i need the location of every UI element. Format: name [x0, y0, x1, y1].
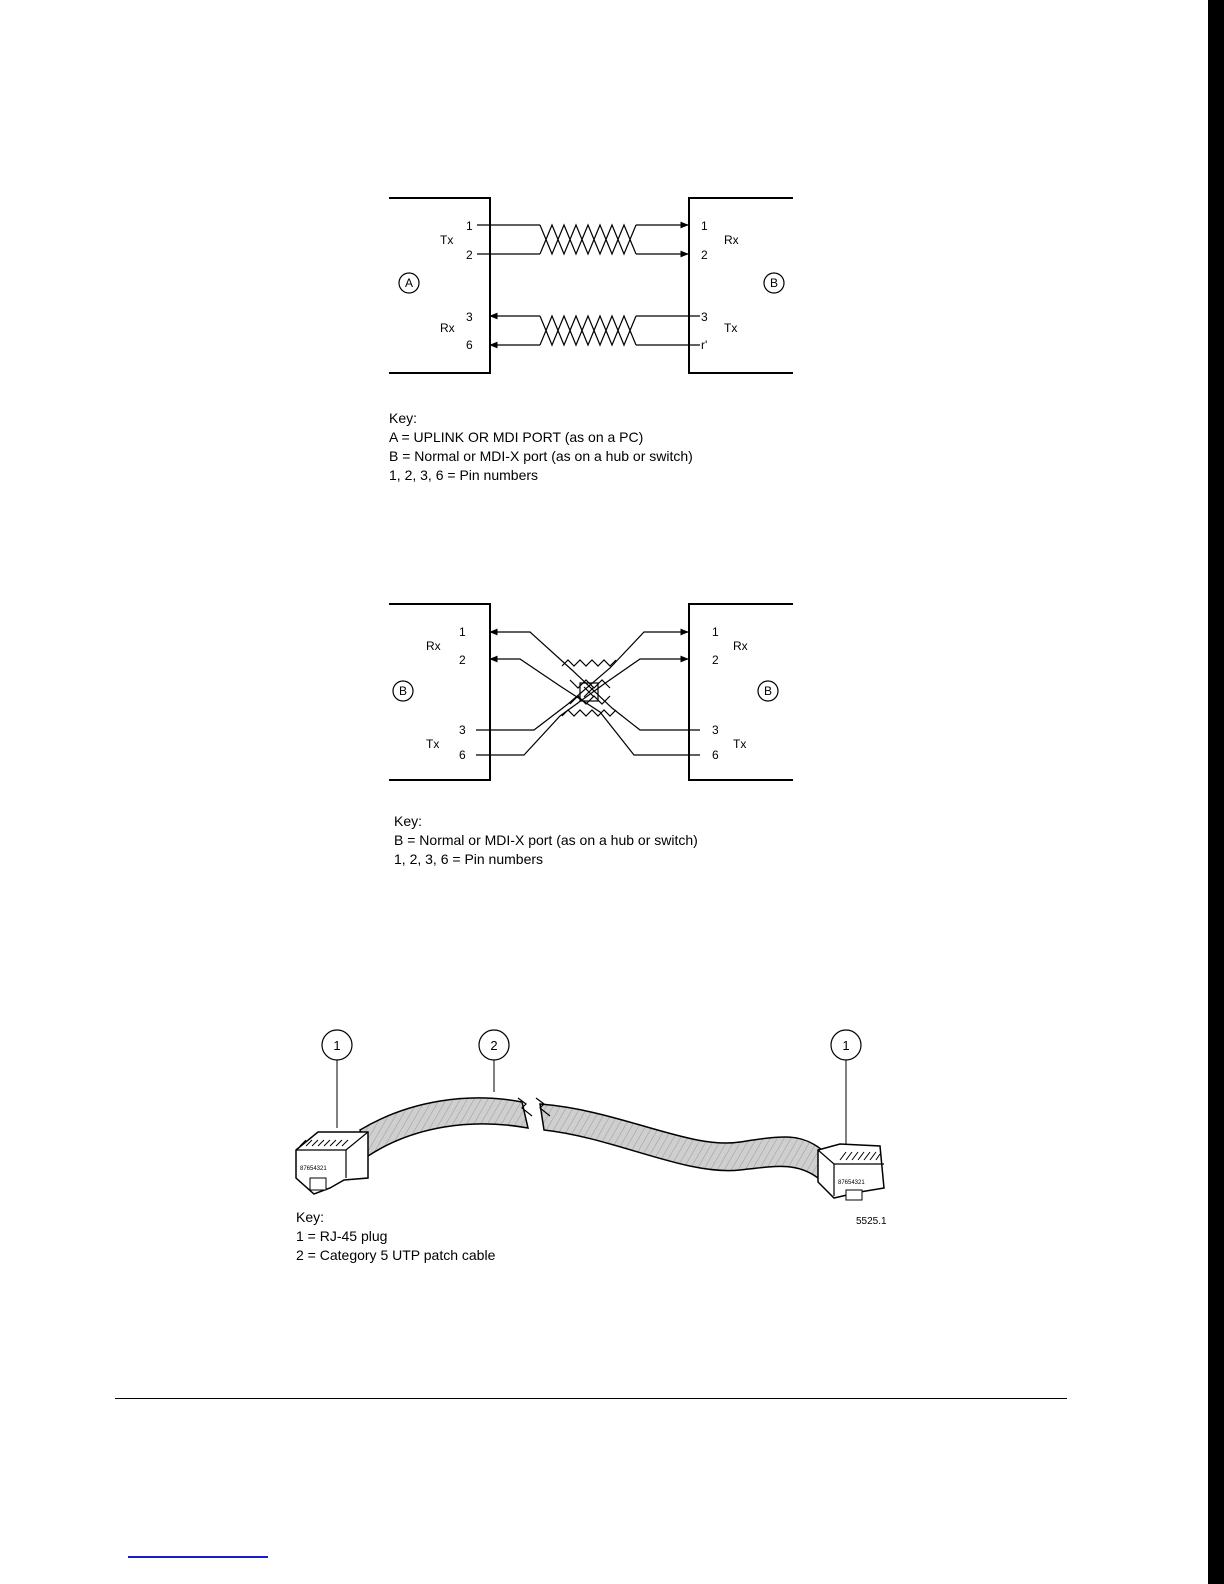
port-b-right-callout [757, 680, 779, 702]
rx-label-right: Rx [724, 233, 739, 247]
pin-1-right: 1 [712, 625, 719, 639]
port-b-label: B [770, 276, 778, 290]
key-line: A = UPLINK OR MDI PORT (as on a PC) [389, 429, 644, 445]
tx-label-right: Tx [733, 737, 746, 751]
rj45-plug-right: 87654321 [817, 1143, 885, 1201]
key-title: Key: [389, 410, 418, 426]
page-edge-bar [1208, 0, 1224, 1584]
pin-1-left: 1 [466, 219, 473, 233]
pin-2-left: 2 [459, 653, 466, 667]
key-title: Key: [296, 1209, 325, 1225]
pin-2-left: 2 [466, 248, 473, 262]
figure-crossover: Rx Tx Rx Tx 1 2 3 6 1 2 3 6 B B [389, 603, 793, 781]
tx-label-right: Tx [724, 321, 737, 335]
key-line: 2 = Category 5 UTP patch cable [296, 1247, 496, 1263]
device-b-left-box [389, 603, 491, 781]
figure2-key: Key: B = Normal or MDI-X port (as on a h… [394, 812, 698, 869]
pin-6-left: 6 [459, 748, 466, 762]
twisted-pair-top [539, 223, 637, 256]
cable-break-mark [517, 1097, 533, 1117]
callout-2-label: 2 [490, 1038, 497, 1053]
port-a-label: A [405, 276, 413, 290]
tx-label-left: Tx [426, 737, 439, 751]
device-a-box [389, 197, 491, 374]
footer-link-underline[interactable] [128, 1556, 268, 1558]
figure3-key: Key: 1 = RJ-45 plug 2 = Category 5 UTP p… [296, 1208, 495, 1265]
pin-3-left: 3 [466, 310, 473, 324]
figure-id: 5525.1 [856, 1216, 887, 1227]
pin-3-left: 3 [459, 723, 466, 737]
port-b-right-label: B [764, 684, 772, 698]
pin-1-right: 1 [701, 219, 708, 233]
pin-3-right: 3 [712, 723, 719, 737]
pin-6-right: 6 [712, 748, 719, 762]
device-b-box [688, 197, 793, 374]
port-b-left-label: B [399, 684, 407, 698]
pin-3-right: 3 [701, 310, 708, 324]
key-line: B = Normal or MDI-X port (as on a hub or… [389, 448, 693, 464]
figure-straight-through: Tx Rx Rx Tx 1 2 3 6 1 2 3 r' A B [389, 197, 793, 374]
key-line: 1 = RJ-45 plug [296, 1228, 388, 1244]
plug-pin-numbers-right: 87654321 [838, 1180, 865, 1186]
footer-rule [115, 1398, 1067, 1399]
callout-1-left-label: 1 [333, 1038, 340, 1053]
pin-6-left: 6 [466, 338, 473, 352]
rx-label-right: Rx [733, 639, 748, 653]
twisted-pair-bottom [539, 314, 637, 347]
pin-2-right: 2 [712, 653, 719, 667]
rx-label-left: Rx [440, 321, 455, 335]
device-b-right-box [688, 603, 793, 781]
rx-label-left: Rx [426, 639, 441, 653]
key-line: 1, 2, 3, 6 = Pin numbers [394, 851, 544, 867]
crossover-wires [476, 628, 700, 756]
patch-cable-right-segment [539, 1103, 823, 1180]
key-title: Key: [394, 813, 423, 829]
plug-pin-numbers-left: 87654321 [300, 1166, 327, 1172]
port-a-callout [398, 272, 420, 294]
tx-label-left: Tx [440, 233, 453, 247]
key-line: B = Normal or MDI-X port (as on a hub or… [394, 832, 698, 848]
rj45-plug-left: 87654321 [295, 1131, 369, 1195]
port-b-left-callout [392, 680, 414, 702]
port-b-callout [763, 272, 785, 294]
callout-1-right-label: 1 [842, 1038, 849, 1053]
figure-patch-cable: 1 2 1 87654321 87654321 [295, 1029, 887, 1227]
pin-6-right: r' [701, 338, 707, 352]
figure1-key: Key: A = UPLINK OR MDI PORT (as on a PC)… [389, 409, 693, 485]
pin-1-left: 1 [459, 625, 466, 639]
patch-cable-left-segment [359, 1097, 529, 1158]
key-line: 1, 2, 3, 6 = Pin numbers [389, 467, 539, 483]
pin-2-right: 2 [701, 248, 708, 262]
